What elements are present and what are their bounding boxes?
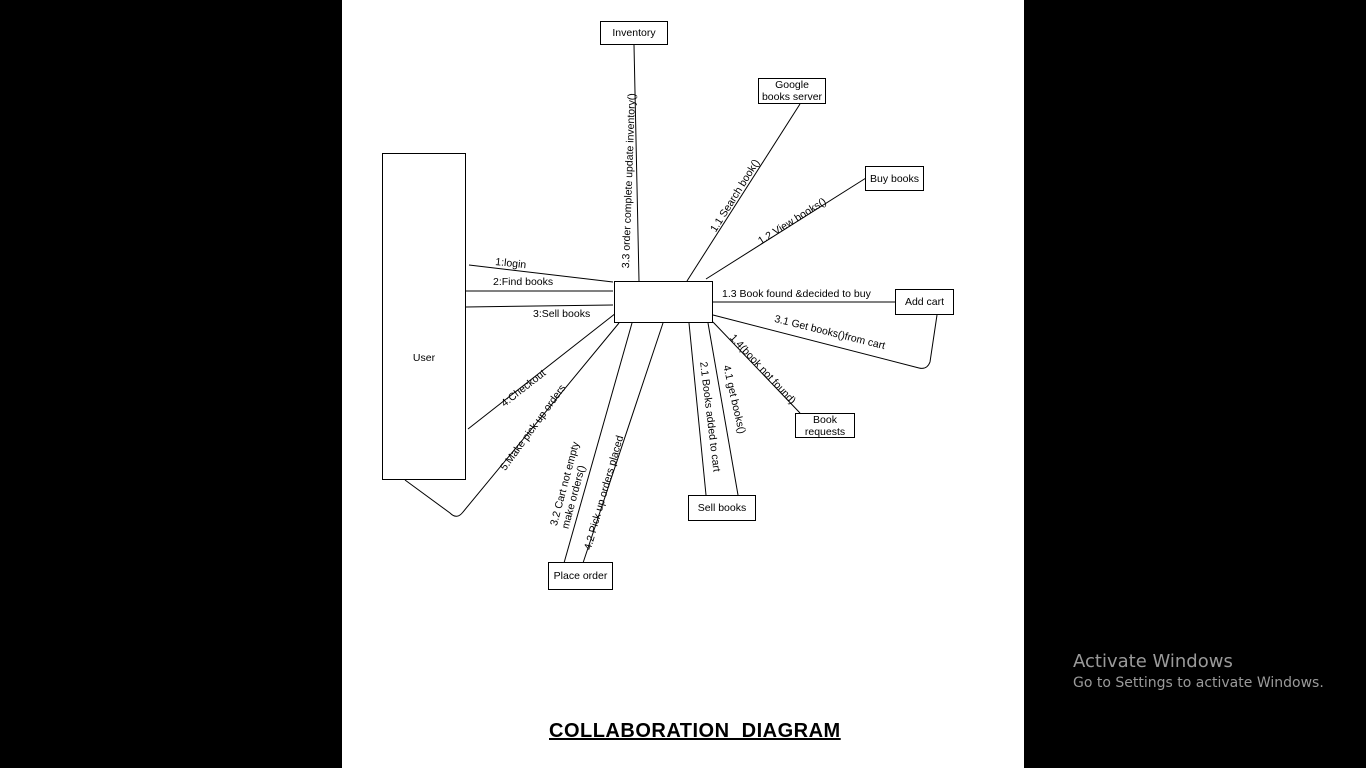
message-book-found: 1.3 Book found &decided to buy (722, 288, 871, 300)
actor-label: User (412, 352, 436, 364)
link-inventory (633, 44, 640, 282)
link-sell-books (465, 304, 614, 308)
slide: User Inventory Google books server Buy b… (342, 0, 1024, 768)
object-book-requests: Book requests (795, 413, 855, 438)
object-center (614, 281, 713, 323)
diagram-title: COLLABORATION DIAGRAM (549, 720, 841, 742)
object-inventory: Inventory (600, 21, 668, 45)
link-pick-up (404, 322, 620, 517)
message-find-books: 2:Find books (493, 276, 554, 288)
watermark-subtitle: Go to Settings to activate Windows. (1073, 675, 1324, 691)
link-get-from-cart (712, 314, 938, 369)
link-login (468, 264, 614, 283)
object-place-order: Place order (548, 562, 613, 590)
object-buy-books: Buy books (865, 166, 924, 191)
actor-user: User (382, 153, 466, 480)
object-add-cart: Add cart (895, 289, 954, 315)
link-place-order-b (582, 322, 664, 564)
object-sell-books: Sell books (688, 495, 756, 521)
link-book-requests (712, 321, 801, 414)
link-sell-books-a (688, 322, 707, 496)
activation-watermark: Activate Windows Go to Settings to activ… (1073, 651, 1324, 693)
message-sell-books: 3:Sell books (533, 308, 591, 320)
watermark-title: Activate Windows (1073, 651, 1233, 672)
object-google-books-server: Google books server (758, 78, 826, 104)
link-google (686, 103, 801, 282)
link-sell-books-b (707, 322, 739, 496)
link-place-order-a (563, 322, 633, 564)
link-checkout (467, 312, 617, 430)
link-buy-books (705, 177, 867, 280)
